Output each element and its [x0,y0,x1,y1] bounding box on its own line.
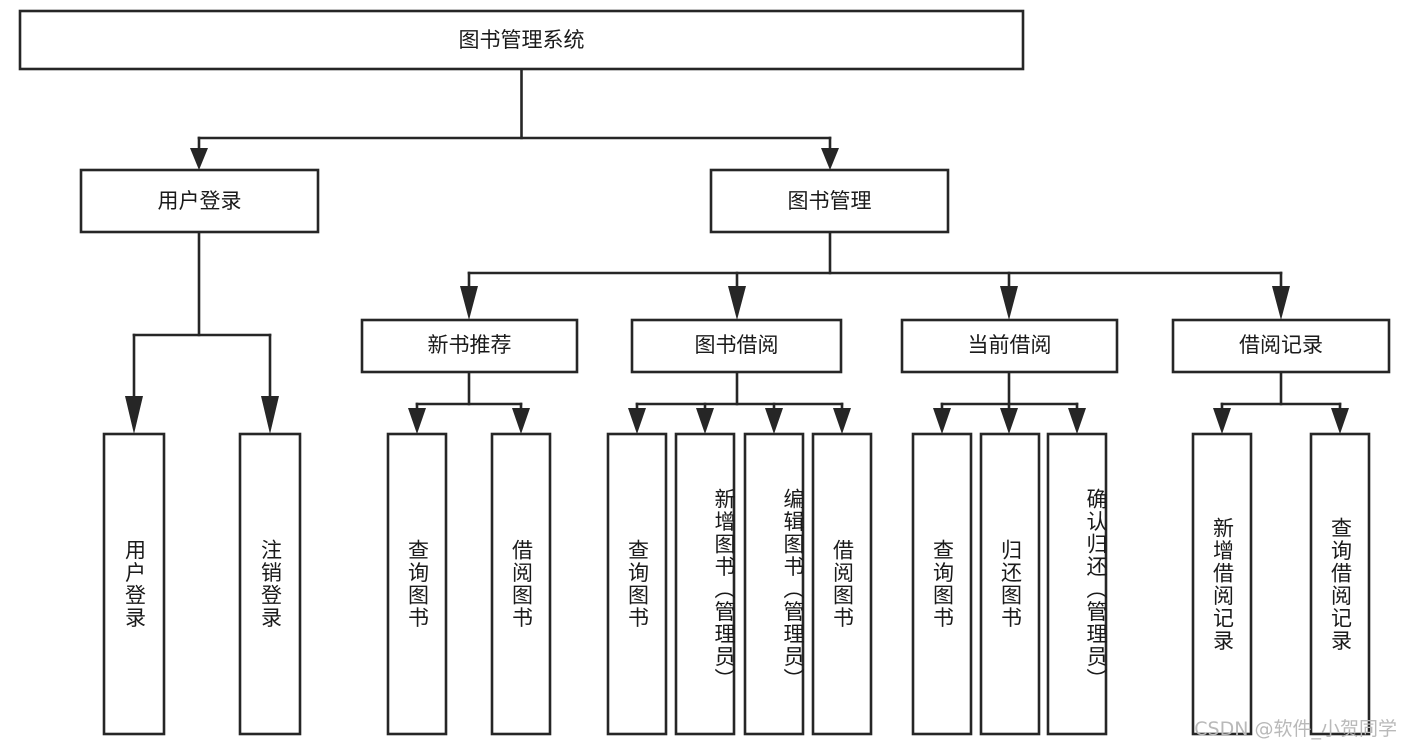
node-borrow-record-label: 借阅记录 [1239,333,1323,357]
node-book-manage[interactable]: 图书管理 [709,168,950,234]
node-user-login-label: 用户登录 [158,189,242,213]
arrow-head-leaf-confirm-return [1068,408,1086,434]
arrow-head-current-borrow [1000,286,1018,320]
connector-new-book-to-leaves [408,370,530,434]
leaf-borrow-book-1-box[interactable] [490,432,552,736]
connector-book-borrow-to-leaves [628,370,851,434]
arrow-head-leaf-query-book-1 [408,408,426,434]
arrow-head-book-borrow [728,286,746,320]
leaf-query-record-box[interactable] [1309,432,1371,736]
connector-current-borrow-to-leaves [933,370,1086,434]
node-new-book-recommend-label: 新书推荐 [428,333,512,357]
connector-root-to-level2 [190,67,839,170]
leaf-query-book-2-box[interactable] [606,432,668,736]
leaf-query-book-3-box[interactable] [911,432,973,736]
node-book-borrow-box[interactable] [630,318,843,374]
arrow-head-leaf-logout [261,396,279,434]
arrow-head-leaf-edit-book [765,408,783,434]
leaf-add-record-box[interactable] [1191,432,1253,736]
arrow-head-leaf-return-book [1000,408,1018,434]
node-borrow-record-box[interactable] [1171,318,1391,374]
arrow-head-leaf-add-book [696,408,714,434]
node-book-borrow-label: 图书借阅 [695,333,779,357]
node-current-borrow[interactable]: 当前借阅 [900,318,1119,374]
arrow-head-leaf-borrow-book-2 [833,408,851,434]
arrow-head-leaf-query-book-3 [933,408,951,434]
connector-book-manage-to-level3 [460,230,1290,320]
arrow-head-book-manage [821,148,839,170]
leaf-logout-login-box[interactable] [238,432,302,736]
node-new-book-recommend[interactable]: 新书推荐 [360,318,579,374]
arrow-head-leaf-user-login [125,396,143,434]
arrow-head-leaf-add-record [1213,408,1231,434]
arrow-head-borrow-record [1272,286,1290,320]
leaf-query-book-1-box[interactable] [386,432,448,736]
node-user-login-box[interactable] [79,168,320,234]
leaf-edit-book-box[interactable] [743,432,805,736]
connector-borrow-record-to-leaves [1213,370,1349,434]
connector-user-login-to-leaves [125,230,279,434]
leaf-borrow-book-2-box[interactable] [811,432,873,736]
node-root-label: 图书管理系统 [459,28,585,52]
node-root[interactable]: 图书管理系统 [18,9,1025,71]
arrow-head-user-login [190,148,208,170]
node-borrow-record[interactable]: 借阅记录 [1171,318,1391,374]
arrow-head-new-book [460,286,478,320]
arrow-head-leaf-query-record [1331,408,1349,434]
node-current-borrow-box[interactable] [900,318,1119,374]
arrow-head-leaf-query-book-2 [628,408,646,434]
leaf-return-book-box[interactable] [979,432,1041,736]
node-current-borrow-label: 当前借阅 [968,333,1052,357]
csdn-watermark: CSDN @软件_小贺同学 [1194,718,1397,740]
node-new-book-recommend-box[interactable] [360,318,579,374]
node-user-login[interactable]: 用户登录 [79,168,320,234]
leaf-boxes [102,432,1371,736]
leaf-add-book-box[interactable] [674,432,736,736]
node-book-manage-box[interactable] [709,168,950,234]
arrow-head-leaf-borrow-book-1 [512,408,530,434]
node-book-manage-label: 图书管理 [788,189,872,213]
leaf-user-login-box[interactable] [102,432,166,736]
node-book-borrow[interactable]: 图书借阅 [630,318,843,374]
leaf-confirm-return-box[interactable] [1046,432,1108,736]
node-root-box[interactable] [18,9,1025,71]
